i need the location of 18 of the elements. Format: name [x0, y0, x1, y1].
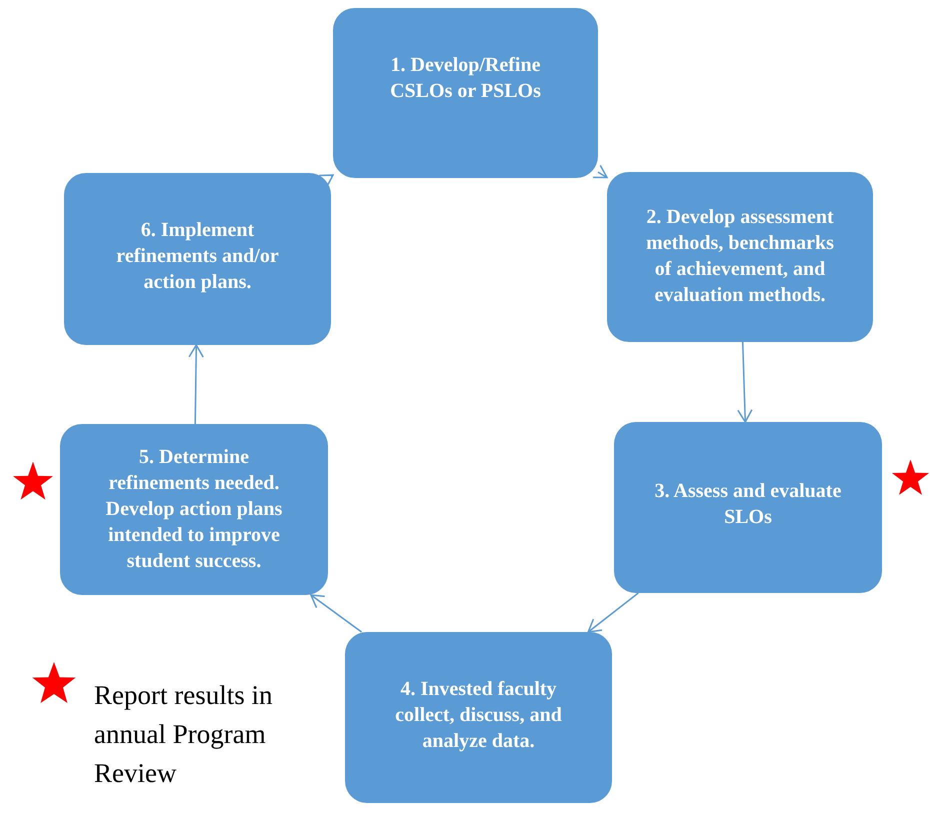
- process-box: [345, 632, 612, 803]
- arrow: [310, 594, 362, 633]
- step-text: 6. Implement refinements and/or action plans.: [115, 218, 280, 295]
- process-box: [614, 422, 882, 593]
- arrow: [737, 342, 753, 423]
- process-box: [333, 8, 598, 178]
- arrow: [592, 164, 608, 178]
- step-text: 4. Invested faculty collect, discuss, and analyze data.: [394, 677, 563, 754]
- step-text: 2. Develop assessment methods, benchmarks of achievement, and evaluation methods.: [645, 205, 835, 308]
- legend-text: Report results in annual Program Review: [94, 679, 274, 790]
- arrow: [587, 592, 639, 633]
- process-box: [64, 173, 331, 345]
- process-box: [60, 424, 328, 595]
- step-text: 3. Assess and evaluate SLOs: [654, 479, 842, 530]
- process-box: [607, 172, 873, 342]
- step-text: 5. Determine refinements needed. Develop action plans intended to improve student success.: [104, 445, 284, 574]
- step-text: 1. Develop/Refine CSLOs or PSLOs: [389, 53, 542, 104]
- arrow: [188, 344, 204, 424]
